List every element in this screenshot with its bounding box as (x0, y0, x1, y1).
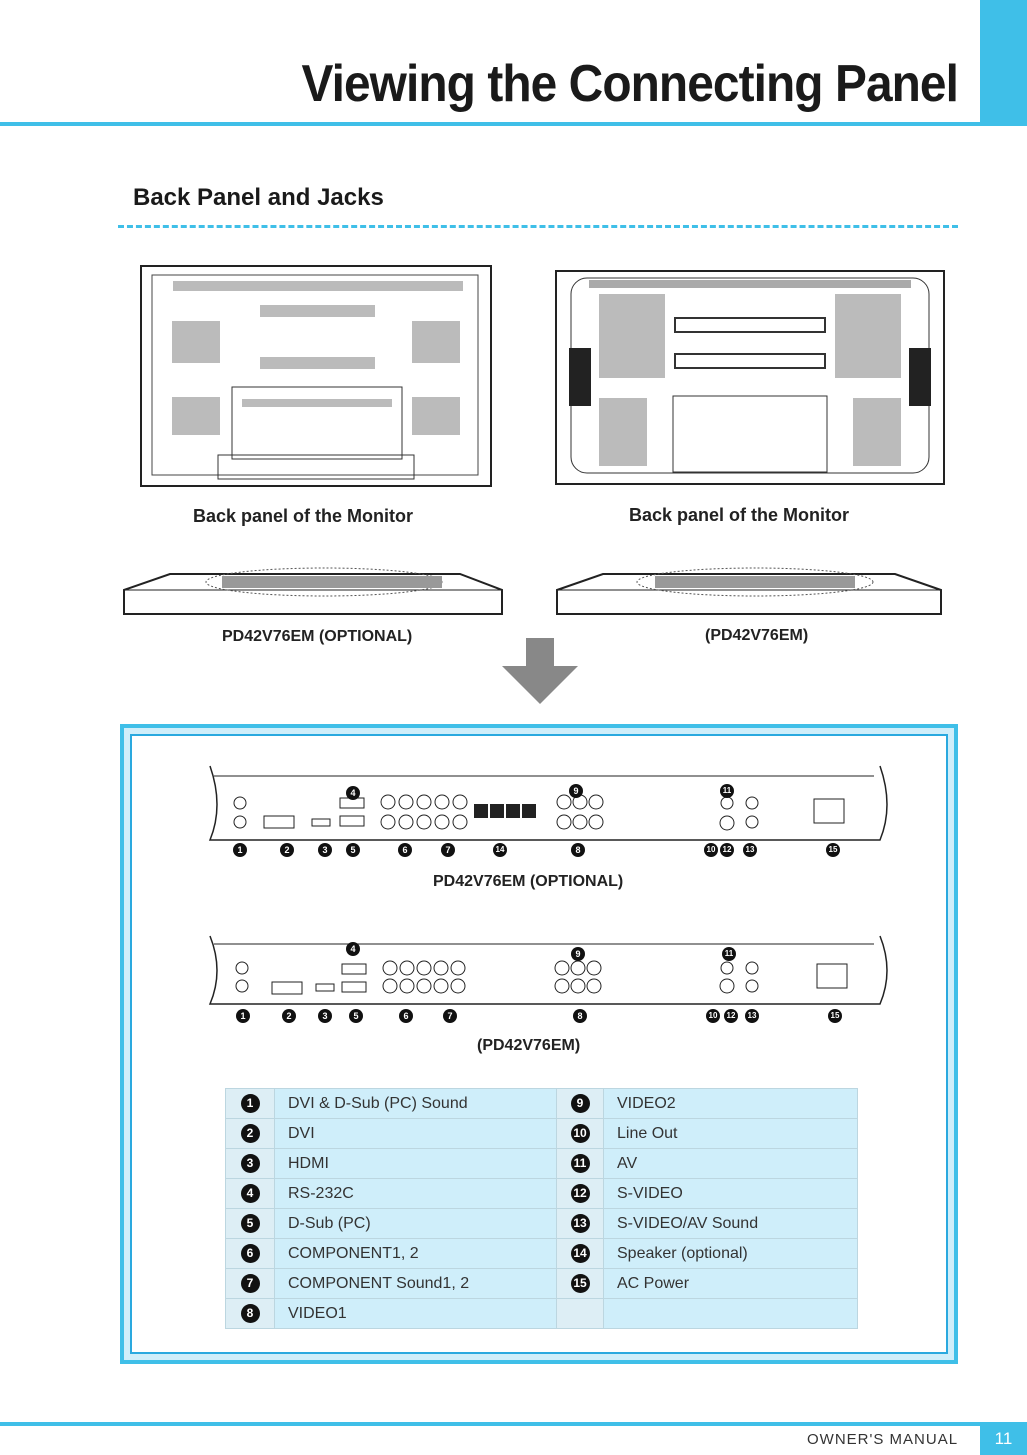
number-badge: 15 (570, 1274, 590, 1293)
legend-label: S-VIDEO (603, 1178, 858, 1209)
legend-label: DVI (274, 1118, 557, 1149)
legend-label: AC Power (603, 1268, 858, 1299)
page-number: 11 (980, 1422, 1027, 1455)
number-badge: 5 (240, 1214, 260, 1233)
marker: 4 (346, 942, 360, 956)
legend-label: Line Out (603, 1118, 858, 1149)
marker: 6 (398, 843, 412, 857)
down-arrow-icon (502, 638, 578, 704)
footer-manual-label: OWNER'S MANUAL (797, 1428, 969, 1452)
footer-rule (0, 1422, 980, 1426)
marker: 2 (282, 1009, 296, 1023)
number-badge: 11 (570, 1154, 590, 1173)
table-row: 2 DVI 10 Line Out (225, 1118, 858, 1149)
legend-label: COMPONENT1, 2 (274, 1238, 557, 1269)
bottom-edge-illustration-right (556, 567, 942, 615)
number-badge: 8 (240, 1304, 260, 1323)
legend-label: Speaker (optional) (603, 1238, 858, 1269)
marker: 8 (571, 843, 585, 857)
marker: 12 (724, 1009, 738, 1023)
number-badge: 6 (240, 1244, 260, 1263)
marker: 11 (722, 947, 736, 961)
jack-panel-diagram-optional (208, 765, 888, 841)
empty-cell (603, 1298, 858, 1329)
marker: 3 (318, 1009, 332, 1023)
marker: 13 (745, 1009, 759, 1023)
number-badge: 9 (570, 1094, 590, 1113)
marker: 15 (828, 1009, 842, 1023)
number-badge: 14 (570, 1244, 590, 1263)
page-title: Viewing the Connecting Panel (301, 55, 958, 113)
marker: 7 (443, 1009, 457, 1023)
marker: 9 (569, 784, 583, 798)
section-divider (118, 225, 958, 228)
legend-label: COMPONENT Sound1, 2 (274, 1268, 557, 1299)
legend-label: VIDEO1 (274, 1298, 557, 1329)
marker: 15 (826, 843, 840, 857)
monitor-back-illustration-left (140, 265, 492, 487)
marker: 10 (706, 1009, 720, 1023)
right-photo-caption: Back panel of the Monitor (629, 505, 850, 525)
left-photo-caption: Back panel of the Monitor (193, 506, 414, 526)
marker: 2 (280, 843, 294, 857)
number-badge: 12 (570, 1184, 590, 1203)
number-badge: 3 (240, 1154, 260, 1173)
marker: 5 (346, 843, 360, 857)
marker: 12 (720, 843, 734, 857)
table-row: 1 DVI & D-Sub (PC) Sound 9 VIDEO2 (225, 1088, 858, 1119)
legend-label: RS-232C (274, 1178, 557, 1209)
left-model-label: PD42V76EM (OPTIONAL) (222, 628, 413, 645)
table-row: 4 RS-232C 12 S-VIDEO (225, 1178, 858, 1209)
number-badge: 10 (570, 1124, 590, 1143)
jack-panel-diagram-standard (208, 935, 888, 1005)
empty-cell (556, 1298, 604, 1329)
marker: 4 (346, 786, 360, 800)
marker: 14 (493, 843, 507, 857)
legend-label: VIDEO2 (603, 1088, 858, 1119)
header-accent-block (980, 0, 1027, 126)
marker: 5 (349, 1009, 363, 1023)
table-row: 5 D-Sub (PC) 13 S-VIDEO/AV Sound (225, 1208, 858, 1239)
marker: 13 (743, 843, 757, 857)
number-badge: 13 (570, 1214, 590, 1233)
marker: 11 (720, 784, 734, 798)
legend-label: AV (603, 1148, 858, 1179)
number-badge: 1 (240, 1094, 260, 1113)
number-badge: 2 (240, 1124, 260, 1143)
marker: 1 (233, 843, 247, 857)
table-row: 7 COMPONENT Sound1, 2 15 AC Power (225, 1268, 858, 1299)
marker: 3 (318, 843, 332, 857)
table-row: 6 COMPONENT1, 2 14 Speaker (optional) (225, 1238, 858, 1269)
legend-label: HDMI (274, 1148, 557, 1179)
number-badge: 7 (240, 1274, 260, 1293)
table-row: 3 HDMI 11 AV (225, 1148, 858, 1179)
bottom-diagram-model-label: (PD42V76EM) (477, 1037, 581, 1054)
section-title: Back Panel and Jacks (133, 184, 384, 211)
marker: 7 (441, 843, 455, 857)
legend-label: DVI & D-Sub (PC) Sound (274, 1088, 557, 1119)
legend-label: S-VIDEO/AV Sound (603, 1208, 858, 1239)
marker: 10 (704, 843, 718, 857)
table-row: 8 VIDEO1 (225, 1298, 858, 1329)
top-diagram-model-label: PD42V76EM (OPTIONAL) (433, 873, 624, 890)
bottom-edge-illustration-left (123, 567, 503, 615)
marker: 9 (571, 947, 585, 961)
jack-legend-table: 1 DVI & D-Sub (PC) Sound 9 VIDEO2 2 DVI … (225, 1088, 858, 1329)
right-model-label: (PD42V76EM) (705, 627, 809, 644)
number-badge: 4 (240, 1184, 260, 1203)
marker: 8 (573, 1009, 587, 1023)
marker: 1 (236, 1009, 250, 1023)
header-rule (0, 122, 980, 126)
monitor-back-illustration-right (555, 270, 945, 485)
legend-label: D-Sub (PC) (274, 1208, 557, 1239)
marker: 6 (399, 1009, 413, 1023)
